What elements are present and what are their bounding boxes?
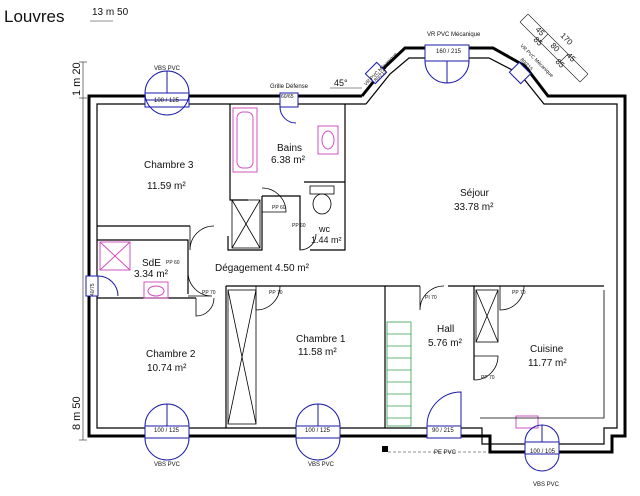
label-w-chambre3: 100 / 125	[154, 98, 180, 104]
label-w-cuisine: 100 / 105	[530, 449, 556, 455]
label-pp60-bains: PP 60	[272, 205, 286, 211]
room-hall-name: Hall	[437, 324, 454, 335]
label-vbs-chambre1: VBS PVC	[308, 462, 335, 468]
label-grille-defense: Grille Défense	[270, 84, 309, 90]
angle-label: 45°	[334, 78, 348, 88]
washbasin-bains	[317, 125, 339, 155]
interior-doors	[187, 187, 525, 381]
label-w-center: 160 / 215	[436, 49, 462, 55]
room-sejour-area: 33.78 m²	[454, 202, 494, 213]
corner-dim-2: 170	[559, 31, 575, 47]
label-pp70-chambre1: PP 70	[269, 290, 283, 296]
corner-dimensions	[519, 13, 589, 83]
room-cuisine-name: Cuisine	[530, 344, 564, 355]
label-w-chambre1: 100 / 125	[305, 428, 331, 434]
room-chambre3-area: 11.59 m²	[147, 181, 186, 192]
kitchen-sink	[515, 415, 539, 429]
plan-title: Louvres	[4, 7, 64, 26]
room-bains-name: Bains	[277, 143, 302, 154]
label-pe-pvc: PE PVC	[434, 450, 457, 456]
wall-wc-east	[310, 104, 346, 251]
label-vbs-chambre3: VBS PVC	[154, 66, 181, 72]
inner-wall-outline	[96, 57, 618, 445]
placards	[227, 199, 499, 425]
label-vr-center: VR PVC Mécanique	[427, 32, 481, 38]
shower-tray	[99, 241, 131, 271]
label-vbs-chambre2: VBS PVC	[154, 462, 181, 468]
corner-dim-3: 85	[532, 35, 545, 48]
room-sde-area: 3.34 m²	[134, 269, 169, 280]
label-w-bains: 60/65	[281, 94, 294, 100]
room-chambre2-name: Chambre 2	[146, 349, 196, 360]
kitchen-counter	[480, 290, 605, 419]
exterior-windows	[85, 44, 560, 472]
label-pp70-chambre2: PP 70	[202, 290, 216, 296]
room-chambre2-area: 10.74 m²	[147, 363, 187, 374]
wall-bains-south	[262, 195, 301, 250]
corner-dim-6: 85	[554, 57, 567, 70]
label-pi70-hall: PI 70	[425, 295, 437, 301]
room-degagement-label: Dégagement 4.50 m²	[215, 263, 310, 274]
sanitary-fixtures	[99, 107, 539, 429]
label-w-chambre2: 100 / 125	[154, 428, 180, 434]
staircase	[386, 321, 412, 427]
label-w-sde: 40/75	[90, 283, 96, 296]
room-wc-area: 1.44 m²	[311, 235, 342, 245]
wall-placard-bains	[227, 196, 263, 251]
toilet-tank	[309, 185, 335, 195]
interior-walls	[97, 104, 604, 428]
side-dim-bottom: 8 m 50	[71, 396, 83, 430]
terrace-marker	[382, 446, 388, 452]
room-wc-name: wc	[318, 224, 330, 234]
room-hall-area: 5.76 m²	[428, 338, 463, 349]
toilet-bowl	[312, 193, 332, 215]
outer-wall-outline	[87, 46, 627, 454]
scale-label: 13 m 50	[92, 7, 129, 18]
side-dim-top: 1 m 20	[71, 62, 83, 96]
room-bains-area: 6.38 m²	[271, 155, 306, 166]
room-chambre1-area: 11.58 m²	[298, 347, 337, 358]
washbasin-sde	[143, 281, 169, 299]
label-vr-left: VR PVC Mécanique	[363, 52, 399, 88]
label-vbs-cuisine: VBS PVC	[533, 482, 560, 488]
room-cuisine-area: 11.77 m²	[528, 358, 567, 369]
corner-dim-5: 45	[565, 51, 578, 64]
label-pp70-hall: PP 70	[481, 375, 495, 381]
label-pp70-cuisine: PP 70	[512, 290, 526, 296]
room-sde-name: SdE	[142, 258, 161, 269]
room-chambre1-name: Chambre 1	[296, 334, 346, 345]
label-w-hall: 90 / 215	[432, 428, 454, 434]
room-chambre3-name: Chambre 3	[144, 160, 194, 171]
label-pp60-wc: PP 60	[292, 223, 306, 229]
bathtub	[232, 107, 258, 173]
room-sejour-name: Séjour	[460, 188, 490, 199]
label-pp60-sde: PP 60	[166, 260, 180, 266]
